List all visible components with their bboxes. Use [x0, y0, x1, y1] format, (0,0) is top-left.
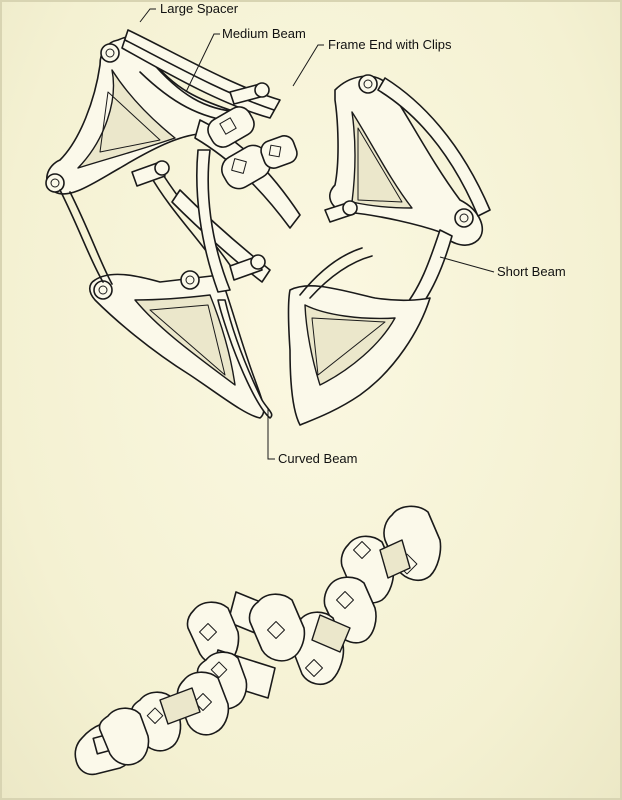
spacer-link-3: [186, 591, 306, 666]
spacer-chain: [74, 505, 442, 776]
label-large-spacer: Large Spacer: [160, 1, 239, 16]
leader-medium-beam: [185, 33, 220, 93]
label-curved-beam: Curved Beam: [278, 451, 358, 466]
left-frame-end: [45, 35, 231, 195]
label-short-beam: Short Beam: [497, 264, 566, 279]
clip-pins: [131, 82, 358, 281]
frame-assembly: [45, 29, 491, 426]
leader-short-beam: [439, 256, 495, 273]
label-frame-end-with-clips: Frame End with Clips: [328, 37, 452, 52]
leader-lines: [139, 8, 495, 460]
label-medium-beam: Medium Beam: [222, 26, 306, 41]
leader-curved-beam: [267, 408, 275, 460]
lower-right-frame-end: [287, 247, 431, 426]
leader-frame-end-with-clips: [292, 44, 324, 87]
spacer-link-4: [176, 649, 276, 736]
large-spacer: [207, 106, 298, 190]
spacers: [131, 82, 358, 281]
spacer-link-6: [74, 707, 150, 776]
leader-large-spacer: [139, 8, 156, 23]
